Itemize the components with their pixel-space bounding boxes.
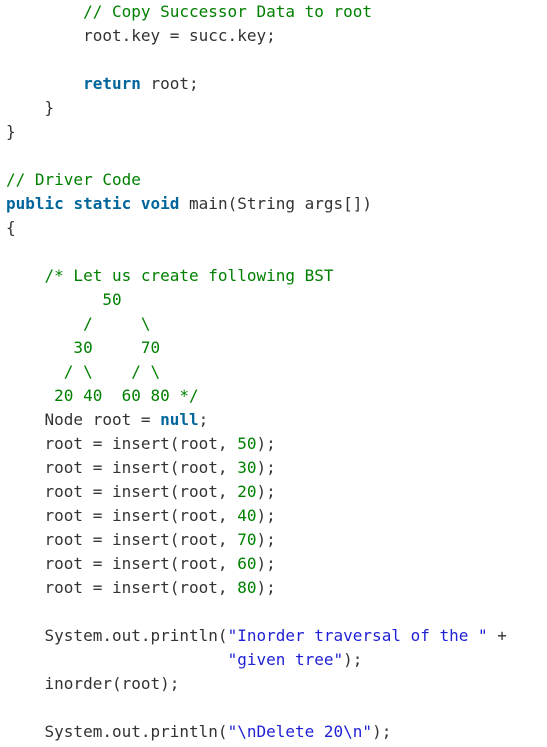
code-token-number: 40 (237, 506, 257, 525)
code-line: 50 (6, 288, 122, 312)
code-token-plain: { (6, 218, 16, 237)
code-token-number: 20 (237, 482, 257, 501)
code-line: root = insert(root, 20); (6, 480, 276, 504)
code-token-plain: root = insert(root, (6, 458, 238, 477)
code-line: /* Let us create following BST (6, 264, 334, 288)
code-line: 30 70 (6, 336, 160, 360)
code-token-plain: root; (140, 74, 199, 93)
code-token-plain: ); (343, 650, 363, 669)
code-token-keyword: void (140, 194, 180, 213)
code-token-comment: 50 (6, 290, 122, 309)
code-token-plain (64, 194, 74, 213)
code-token-plain: ); (256, 506, 276, 525)
code-line: / \ (6, 312, 151, 336)
code-token-keyword: null (160, 410, 199, 429)
code-token-comment: // Driver Code (6, 170, 141, 189)
code-token-string: "\nDelete 20\n" (227, 722, 373, 741)
code-token-plain: root = insert(root, (6, 530, 238, 549)
code-token-keyword: return (83, 74, 141, 93)
code-line: } (6, 96, 55, 120)
code-line: Node root = null; (6, 408, 209, 432)
code-line: return root; (6, 72, 199, 96)
code-line: root = insert(root, 70); (6, 528, 276, 552)
code-line: root = insert(root, 60); (6, 552, 276, 576)
code-token-number: 50 (237, 434, 257, 453)
code-token-plain: ); (256, 458, 276, 477)
code-token-plain (131, 194, 141, 213)
code-token-comment: / \ / \ (6, 362, 161, 381)
code-token-plain: + (487, 626, 507, 645)
code-line: 20 40 60 80 */ (6, 384, 199, 408)
code-token-comment: 20 40 60 80 */ (6, 386, 199, 405)
code-token-plain: root = insert(root, (6, 506, 238, 525)
code-token-comment: /* Let us create following BST (6, 266, 334, 285)
code-token-plain (6, 74, 83, 93)
code-token-number: 80 (237, 578, 257, 597)
code-token-number: 30 (237, 458, 257, 477)
code-token-plain: ); (256, 434, 276, 453)
code-token-comment: / \ (6, 314, 151, 333)
code-line: { (6, 216, 16, 240)
code-token-plain: Node root = (6, 410, 161, 429)
code-line: root = insert(root, 80); (6, 576, 276, 600)
code-line: root = insert(root, 40); (6, 504, 276, 528)
code-line: System.out.println("Inorder traversal of… (6, 624, 507, 648)
code-token-plain: System.out.println( (6, 722, 228, 741)
code-token-plain: inorder(root); (6, 674, 180, 693)
code-line: System.out.println("\nDelete 20\n"); (6, 720, 392, 744)
code-token-plain: main(String args[]) (179, 194, 373, 213)
code-line: root.key = succ.key; (6, 24, 276, 48)
code-line: root = insert(root, 50); (6, 432, 276, 456)
code-line: "given tree"); (6, 648, 363, 672)
code-token-plain: ; (198, 410, 209, 429)
code-token-plain: ); (372, 722, 392, 741)
code-line: inorder(root); (6, 672, 180, 696)
code-token-plain: ); (256, 578, 276, 597)
code-token-plain: root = insert(root, (6, 482, 238, 501)
code-line: // Driver Code (6, 168, 141, 192)
code-token-keyword: static (73, 194, 132, 213)
code-token-plain: root = insert(root, (6, 578, 238, 597)
code-token-number: 60 (237, 554, 257, 573)
code-token-plain: ); (256, 530, 276, 549)
code-line: // Copy Successor Data to root (6, 0, 372, 24)
code-line: / \ / \ (6, 360, 160, 384)
code-token-plain: ); (256, 554, 276, 573)
code-token-plain: ); (256, 482, 276, 501)
code-token-plain: root = insert(root, (6, 434, 238, 453)
code-token-comment: 30 70 (6, 338, 161, 357)
code-line: public static void main(String args[]) (6, 192, 372, 216)
code-token-string: "given tree" (227, 650, 344, 669)
code-token-number: 70 (237, 530, 257, 549)
code-token-plain: root.key = succ.key; (6, 26, 276, 45)
code-line: } (6, 120, 16, 144)
code-token-comment: // Copy Successor Data to root (6, 2, 373, 21)
code-token-plain: System.out.println( (6, 626, 228, 645)
code-token-string: "Inorder traversal of the " (227, 626, 488, 645)
code-token-plain: } (6, 122, 16, 141)
code-token-keyword: public (6, 194, 64, 213)
code-line: root = insert(root, 30); (6, 456, 276, 480)
code-token-plain: root = insert(root, (6, 554, 238, 573)
code-token-plain (6, 650, 228, 669)
code-token-plain: } (6, 98, 55, 117)
